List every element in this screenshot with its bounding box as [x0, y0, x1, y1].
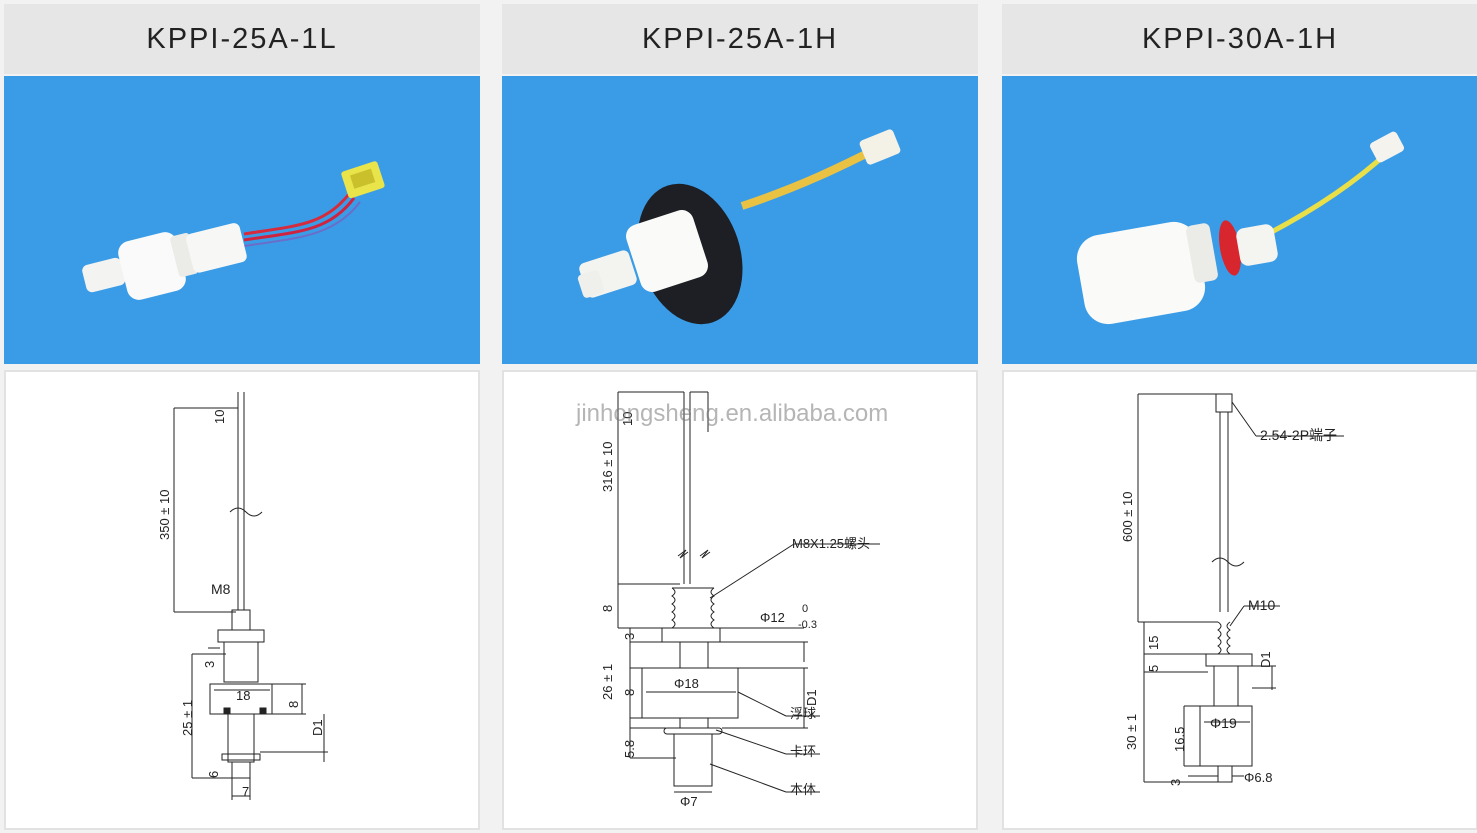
float-height-label: 8 [622, 689, 637, 696]
flange-tolerance-upper: 0 [802, 603, 808, 615]
product-card-kppi-30a-1h: KPPI-30A-1H [1002, 0, 1477, 833]
body-length-label: 25 ± 1 [180, 700, 195, 736]
cable-length-label: 600 ± 10 [1120, 491, 1135, 542]
thread-label: M10 [1248, 597, 1275, 613]
stroke-label: D1 [310, 719, 325, 736]
float-diameter-label: Φ18 [674, 676, 699, 691]
technical-drawing: 10 316 ± 10 M8X1.25螺头 8 Φ12 0 -0.3 3 Φ18… [502, 370, 978, 830]
nut-height-label: 3 [202, 661, 217, 668]
stroke-label: D1 [1258, 651, 1273, 668]
float-width-label: 18 [236, 688, 250, 703]
thread-length-label: 8 [600, 605, 615, 612]
float-part-label: 浮球 [790, 706, 816, 721]
product-card-kppi-25a-1h: KPPI-25A-1H [502, 0, 978, 833]
body-part-label: 本体 [790, 782, 816, 797]
float-diameter-label: Φ19 [1210, 715, 1237, 731]
product-photo [1002, 76, 1477, 364]
product-photo [502, 76, 978, 364]
body-length-label: 30 ± 1 [1124, 714, 1139, 750]
connector-label: 2.54-2P端子 [1260, 427, 1337, 443]
float-height-label: 8 [286, 701, 301, 708]
thread-label: M8 [211, 581, 231, 597]
tip-height-label: 3 [1168, 779, 1183, 786]
nut-height-label: 5 [1146, 665, 1161, 672]
thread-length-label: 15 [1146, 636, 1161, 650]
strip-length-label: 10 [212, 410, 227, 424]
stroke-label: D1 [804, 689, 819, 706]
clip-height-label: 5.8 [622, 740, 637, 758]
technical-drawing: 10 350 ± 10 M8 3 18 8 D1 25 ± 1 6 7 [4, 370, 480, 830]
flange-height-label: 3 [622, 633, 637, 640]
tip-diameter-label: Φ6.8 [1244, 770, 1272, 785]
tip-width-label: 7 [242, 784, 249, 799]
cable-length-label: 350 ± 10 [157, 489, 172, 540]
flange-tolerance-lower: -0.3 [798, 619, 817, 631]
tip-height-label: 6 [206, 771, 221, 778]
product-title: KPPI-25A-1H [502, 4, 978, 74]
cable-length-label: 316 ± 10 [600, 441, 615, 492]
product-photo [4, 76, 480, 364]
flange-diameter-label: Φ12 [760, 610, 785, 625]
body-length-label: 26 ± 1 [600, 664, 615, 700]
strip-length-label: 10 [620, 412, 635, 426]
product-card-kppi-25a-1l: KPPI-25A-1L [4, 0, 480, 833]
product-title: KPPI-30A-1H [1002, 4, 1477, 74]
product-title: KPPI-25A-1L [4, 4, 480, 74]
watermark: jinhongsheng.en.alibaba.com [576, 400, 889, 427]
float-height-label: 16.5 [1172, 727, 1187, 752]
clip-part-label: 卡环 [790, 744, 816, 759]
tip-diameter-label: Φ7 [680, 794, 698, 809]
thread-callout: M8X1.25螺头 [792, 536, 870, 551]
technical-drawing: 2.54-2P端子 600 ± 10 M10 15 5 D1 30 ± 1 16… [1002, 370, 1477, 830]
